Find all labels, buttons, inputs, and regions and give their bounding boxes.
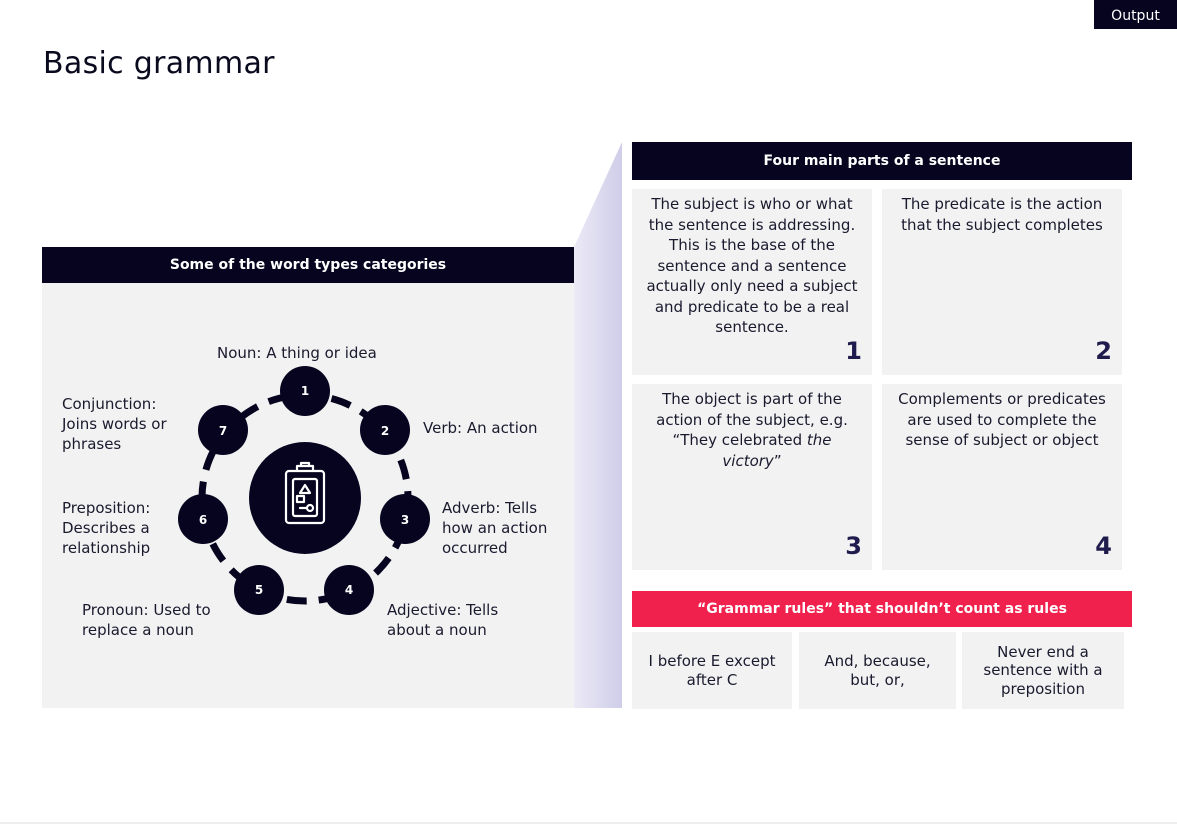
number-circle-7: 7 (198, 405, 248, 455)
svg-text:1: 1 (301, 384, 309, 398)
sentence-part-card-2: The predicate is the action that the sub… (882, 189, 1122, 375)
card-4-number: 4 (1095, 532, 1112, 560)
page-title: Basic grammar (43, 46, 275, 81)
card-1-number: 1 (845, 337, 862, 365)
sentence-part-card-4: Complements or predicates are used to co… (882, 384, 1122, 570)
number-circle-4: 4 (324, 565, 374, 615)
number-circle-1: 1 (280, 366, 330, 416)
svg-text:6: 6 (199, 513, 207, 527)
number-circle-2: 2 (360, 405, 410, 455)
bottom-divider (0, 822, 1177, 824)
svg-text:4: 4 (345, 583, 353, 597)
card-3-number: 3 (845, 532, 862, 560)
svg-text:3: 3 (401, 513, 409, 527)
grammar-rules-header: “Grammar rules” that shouldn’t count as … (632, 591, 1132, 627)
label-noun: Noun: A thing or idea (217, 344, 377, 362)
card-2-text: The predicate is the action that the sub… (901, 195, 1103, 234)
svg-text:5: 5 (255, 583, 263, 597)
svg-text:2: 2 (381, 424, 389, 438)
sentence-part-card-1: The subject is who or what the sentence … (632, 189, 872, 375)
card-1-text: The subject is who or what the sentence … (646, 195, 858, 336)
card-4-text: Complements or predicates are used to co… (898, 390, 1106, 449)
rule-box-2: And, because,but, or, (799, 632, 956, 709)
number-circle-5: 5 (234, 565, 284, 615)
clipboard-icon (284, 461, 326, 525)
svg-text:7: 7 (219, 424, 227, 438)
label-verb: Verb: An action (423, 419, 538, 437)
word-types-header: Some of the word types categories (42, 247, 574, 283)
number-circle-3: 3 (380, 494, 430, 544)
card-3-text: The object is part of the action of the … (656, 390, 848, 470)
sentence-parts-header: Four main parts of a sentence (632, 142, 1132, 180)
sentence-part-card-3: The object is part of the action of the … (632, 384, 872, 570)
card-2-number: 2 (1095, 337, 1112, 365)
output-tag: Output (1094, 0, 1177, 29)
number-circle-6: 6 (178, 494, 228, 544)
rule-2-text: And, because,but, or, (824, 652, 931, 689)
